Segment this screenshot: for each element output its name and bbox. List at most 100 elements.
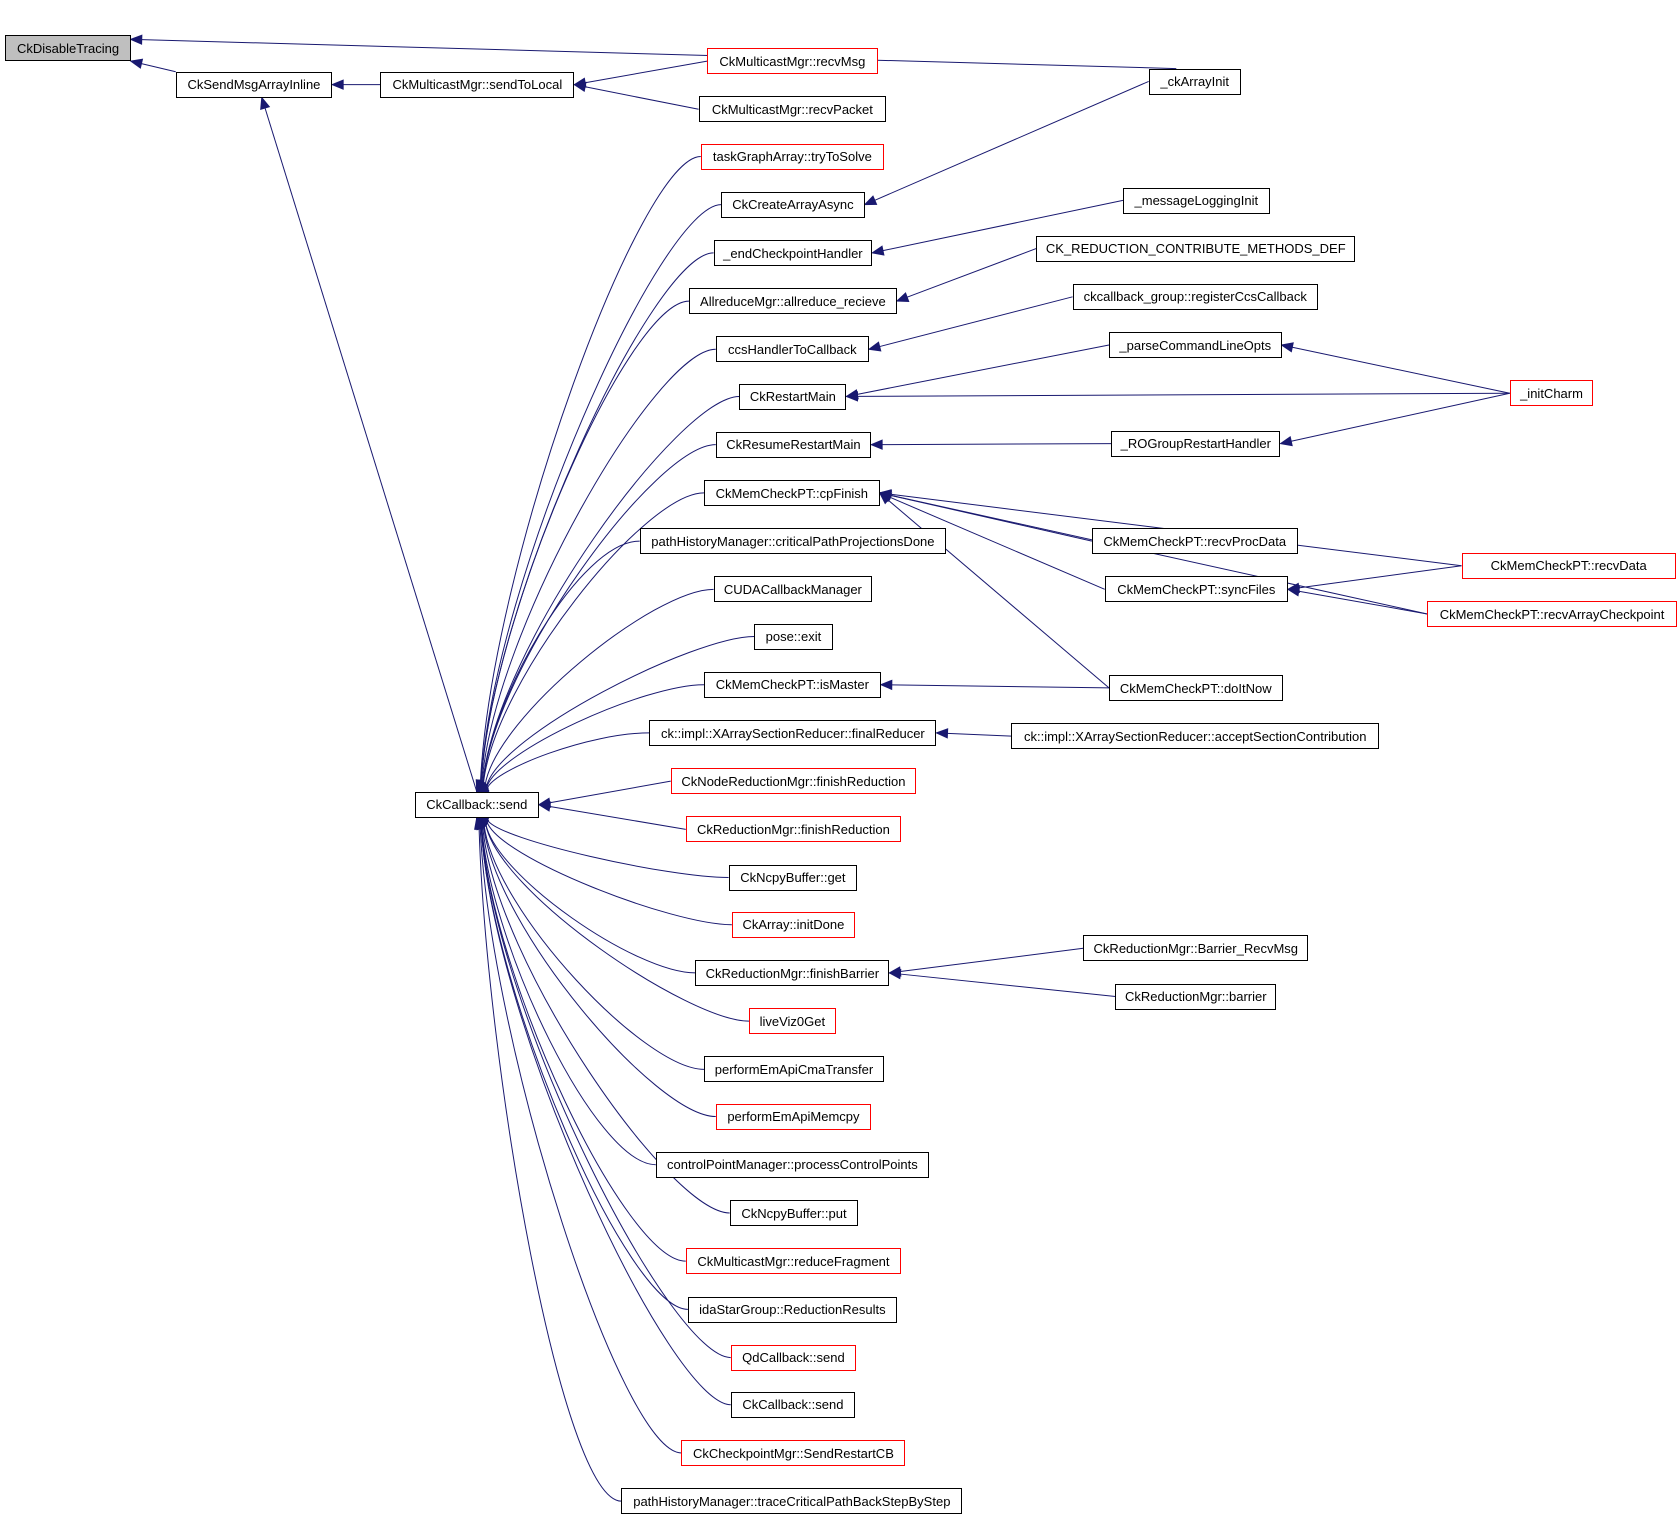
call-edge	[141, 63, 176, 73]
graph-node[interactable]: CkCallback::send	[730, 1391, 856, 1418]
arrowhead-icon	[870, 245, 885, 256]
graph-node[interactable]: CkNodeReductionMgr::finishReduction	[670, 768, 917, 795]
arrowhead-icon	[878, 490, 893, 501]
graph-node[interactable]: performEmApiMemcpy	[715, 1103, 872, 1130]
arrowhead-icon	[1280, 342, 1294, 353]
arrowhead-icon	[888, 968, 902, 980]
graph-node[interactable]: CkMulticastMgr::sendToLocal	[380, 71, 575, 98]
arrowhead-icon	[895, 292, 910, 302]
graph-node[interactable]: CkMulticastMgr::recvPacket	[698, 96, 887, 123]
arrowhead-icon	[537, 801, 552, 812]
arrowhead-icon	[863, 195, 878, 206]
arrowhead-icon	[1286, 586, 1301, 597]
call-edge	[947, 732, 1012, 737]
call-edge	[485, 635, 755, 787]
arrowhead-icon	[330, 79, 344, 90]
graph-node[interactable]: CkMemCheckPT::recvProcData	[1091, 528, 1298, 555]
graph-node[interactable]: liveViz0Get	[748, 1008, 836, 1035]
call-edge	[481, 348, 716, 783]
graph-node[interactable]: CkMemCheckPT::syncFiles	[1104, 576, 1288, 603]
graph-node[interactable]: CkReductionMgr::barrier	[1115, 983, 1277, 1010]
call-edge	[549, 780, 671, 804]
call-edge	[882, 443, 1112, 446]
graph-node[interactable]: CkMulticastMgr::reduceFragment	[685, 1248, 902, 1275]
call-edge	[141, 39, 1177, 70]
graph-node[interactable]: _endCheckpointHandler	[713, 240, 873, 267]
call-edge	[478, 828, 622, 1502]
graph-node[interactable]: performEmApiCmaTransfer	[703, 1056, 884, 1083]
graph-node[interactable]: CkReductionMgr::finishReduction	[685, 816, 902, 843]
graph-node[interactable]: CkSendMsgArrayInline	[175, 71, 333, 98]
call-edge	[900, 947, 1084, 973]
graph-node[interactable]: ckcallback_group::registerCcsCallback	[1072, 283, 1318, 310]
graph-node[interactable]: CkReductionMgr::Barrier_RecvMsg	[1083, 935, 1309, 962]
graph-node[interactable]: _initCharm	[1509, 380, 1594, 407]
call-edge	[879, 296, 1073, 348]
graph-node[interactable]: CkNcpyBuffer::get	[728, 864, 858, 891]
graph-node[interactable]: CK_REDUCTION_CONTRIBUTE_METHODS_DEF	[1036, 235, 1356, 262]
call-edge	[549, 806, 686, 830]
graph-node[interactable]: pose::exit	[754, 623, 833, 650]
call-edge	[480, 300, 689, 782]
call-edge	[1298, 590, 1428, 615]
call-edge	[585, 86, 699, 110]
call-edge	[482, 444, 716, 783]
call-edge	[485, 823, 696, 974]
graph-node[interactable]: CkMemCheckPT::doItNow	[1109, 675, 1283, 702]
call-edge	[483, 826, 716, 1117]
graph-node[interactable]: CkMemCheckPT::isMaster	[703, 671, 881, 698]
graph-node[interactable]: ck::impl::XArraySectionReducer::finalRed…	[649, 720, 937, 747]
graph-node[interactable]: CkMemCheckPT::recvData	[1461, 552, 1676, 579]
graph-node[interactable]: pathHistoryManager::traceCriticalPathBac…	[621, 1488, 963, 1515]
arrowhead-icon	[1279, 436, 1293, 447]
call-edge	[482, 492, 704, 784]
call-edge	[486, 821, 732, 926]
graph-node[interactable]: _messageLoggingInit	[1122, 187, 1270, 214]
call-edge	[882, 199, 1124, 252]
graph-node[interactable]: CkRestartMain	[739, 383, 847, 410]
call-edge	[891, 684, 1110, 689]
call-edge	[486, 732, 650, 789]
graph-node[interactable]: controlPointManager::processControlPoint…	[655, 1151, 929, 1178]
graph-node[interactable]: CkResumeRestartMain	[715, 431, 872, 458]
call-edge	[481, 827, 656, 1166]
arrowhead-icon	[935, 728, 949, 739]
graph-node[interactable]: CkMulticastMgr::recvMsg	[707, 48, 878, 75]
call-edge	[857, 392, 1510, 397]
call-edge	[900, 973, 1116, 997]
graph-node[interactable]: CkNcpyBuffer::put	[729, 1200, 859, 1227]
graph-node[interactable]: QdCallback::send	[730, 1344, 857, 1371]
graph-node[interactable]: pathHistoryManager::criticalPathProjecti…	[639, 528, 947, 555]
graph-node[interactable]: ck::impl::XArraySectionReducer::acceptSe…	[1011, 723, 1379, 750]
graph-node[interactable]: _parseCommandLineOpts	[1109, 332, 1282, 359]
graph-node[interactable]: ccsHandlerToCallback	[715, 336, 869, 363]
graph-node[interactable]: CkCheckpointMgr::SendRestartCB	[681, 1440, 906, 1467]
graph-node[interactable]: AllreduceMgr::allreduce_recieve	[688, 288, 897, 315]
call-edge	[479, 828, 682, 1454]
graph-node[interactable]: CkMemCheckPT::recvArrayCheckpoint	[1427, 601, 1677, 628]
graph-node[interactable]: CkReductionMgr::finishBarrier	[695, 960, 890, 987]
call-edge	[1291, 392, 1510, 442]
graph-node[interactable]: CkArray::initDone	[731, 911, 856, 938]
arrowhead-icon	[474, 816, 485, 830]
call-edge	[889, 496, 1105, 590]
call-edge	[585, 60, 708, 84]
call-edge	[482, 826, 730, 1214]
graph-node[interactable]: CkCallback::send	[414, 791, 539, 818]
call-edge	[906, 248, 1037, 298]
graph-node[interactable]: _ROGroupRestartHandler	[1111, 430, 1281, 457]
arrowhead-icon	[867, 341, 882, 352]
call-edge	[481, 827, 686, 1262]
arrowhead-icon	[129, 34, 143, 45]
arrowhead-icon	[129, 58, 144, 69]
graph-node[interactable]: taskGraphArray::tryToSolve	[700, 143, 884, 170]
graph-node[interactable]: CUDACallbackManager	[713, 576, 873, 603]
graph-node[interactable]: CkCreateArrayAsync	[721, 191, 865, 218]
graph-node[interactable]: CkMemCheckPT::cpFinish	[703, 480, 880, 507]
graph-node[interactable]: idaStarGroup::ReductionResults	[687, 1296, 897, 1323]
call-edge	[480, 252, 714, 782]
call-edge	[480, 827, 731, 1406]
call-edge	[1298, 565, 1462, 589]
graph-node[interactable]: _ckArrayInit	[1148, 68, 1241, 95]
